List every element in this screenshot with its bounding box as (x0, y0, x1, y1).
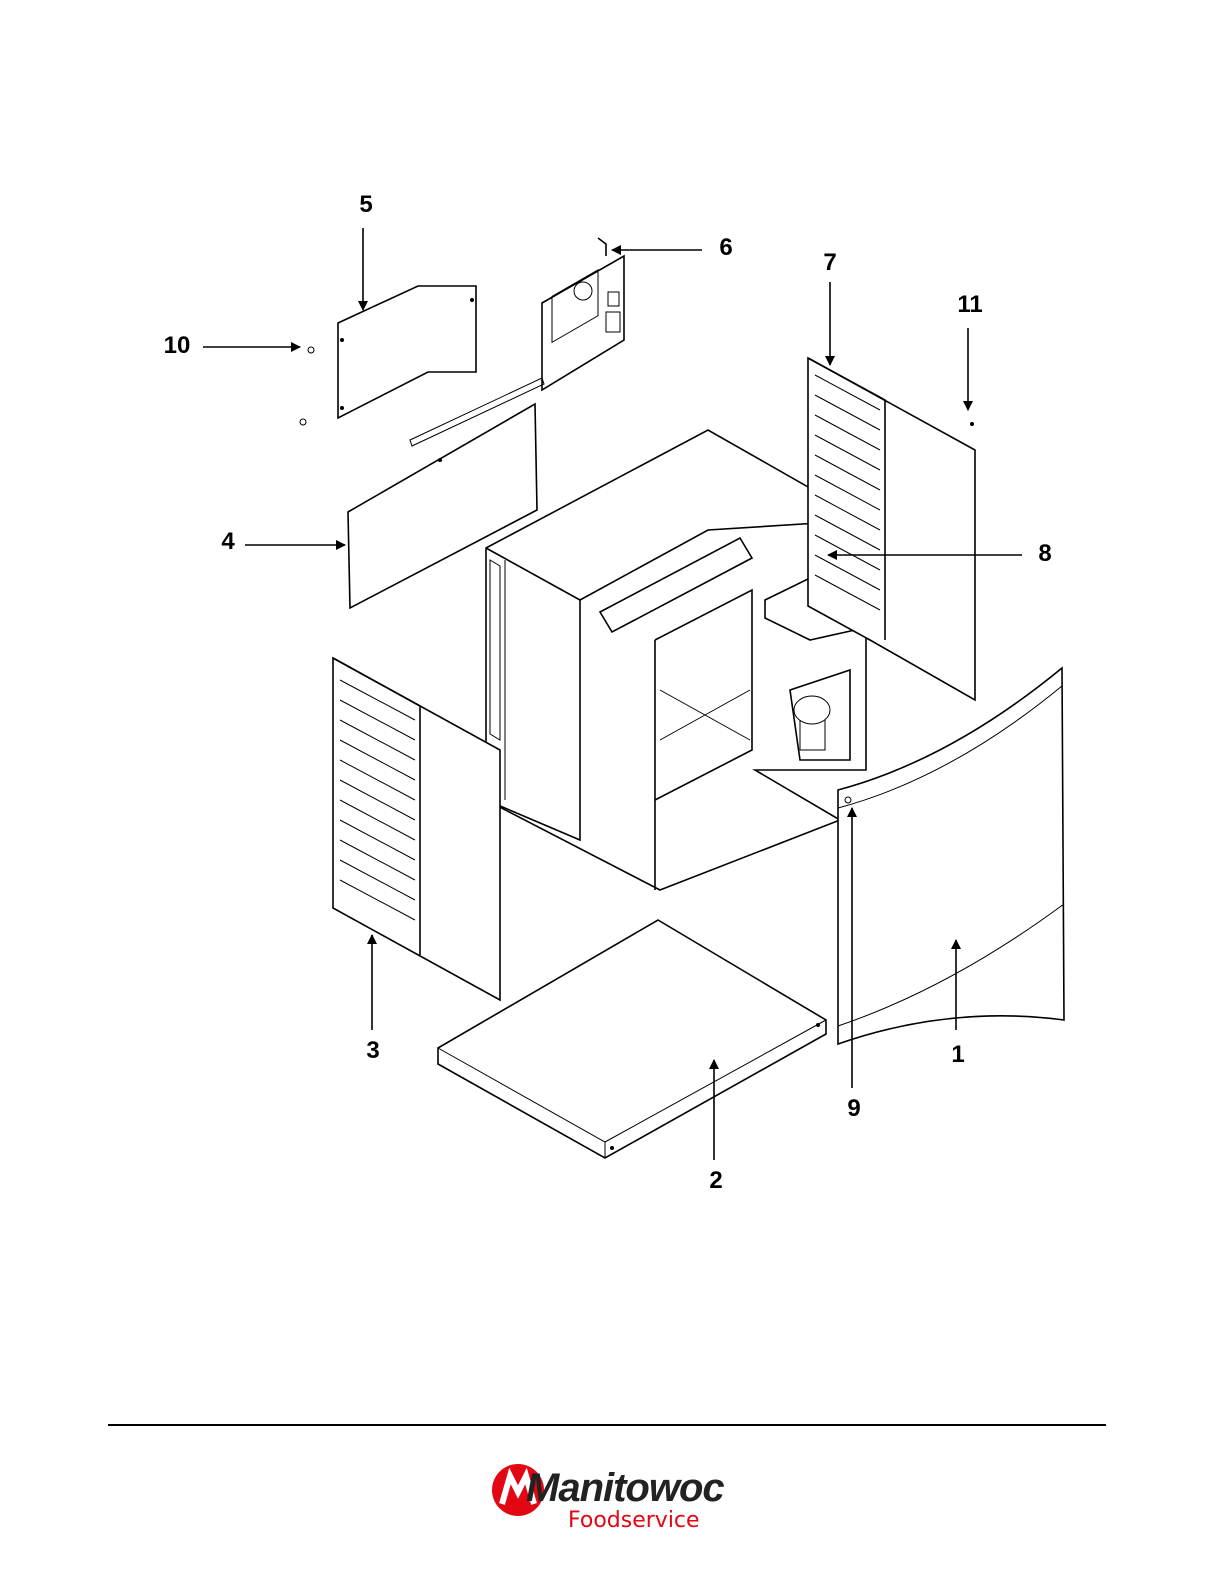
brand-logo: Manitowoc Foodservice (490, 1462, 730, 1542)
callout-1: 1 (951, 1041, 964, 1068)
footer-divider (108, 1424, 1106, 1426)
callout-8: 8 (1038, 540, 1051, 567)
brand-subtitle: Foodservice (568, 1508, 700, 1533)
part-left-side-panel (333, 658, 500, 1000)
callout-6: 6 (719, 234, 732, 261)
brand-name: Manitowoc (526, 1466, 724, 1511)
callout-3: 3 (366, 1037, 379, 1064)
callout-11: 11 (957, 291, 982, 318)
callout-4: 4 (221, 528, 235, 555)
part-front-panel (838, 668, 1064, 1044)
fastener-screws (300, 347, 314, 425)
callout-7: 7 (823, 249, 836, 276)
callout-5: 5 (359, 191, 372, 218)
callout-9: 9 (847, 1095, 860, 1122)
callout-2: 2 (709, 1167, 722, 1194)
part-top-panel (338, 286, 476, 418)
callout-10: 10 (164, 332, 191, 359)
